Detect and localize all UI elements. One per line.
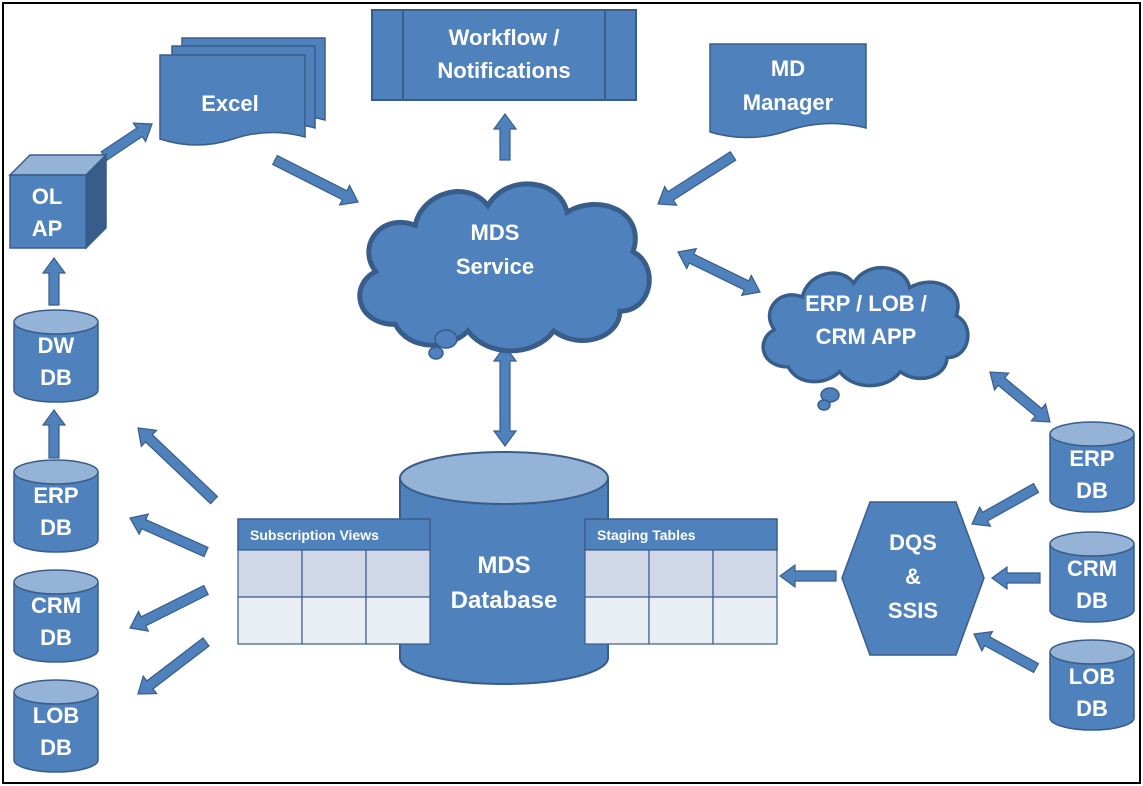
subscription-views-cell-r2-c2 <box>301 596 367 645</box>
left-crm-db-cylinder: CRM DB <box>13 569 99 663</box>
right-lob-db-label-line2: DB <box>1076 696 1108 721</box>
right-crm-db-label-line2: DB <box>1076 588 1108 613</box>
subscription-views-cell-r1-c2 <box>301 549 367 598</box>
subscription-views-table: Subscription Views <box>237 518 431 645</box>
left-lob-db-cylinder: LOB DB <box>13 679 99 773</box>
workflow-label-line2: Notifications <box>437 58 570 83</box>
staging-tables-cell-r2-c2 <box>648 596 714 645</box>
olap-label-line1: OL <box>32 184 63 209</box>
mds-database-label-line1: MDS <box>477 552 530 579</box>
right-erp-db-cylinder: ERP DB <box>1049 421 1135 513</box>
staging-tables-table: Staging Tables <box>584 518 778 645</box>
arrow-views-to-lobdb <box>137 637 210 695</box>
staging-tables-cell-r2-c3 <box>712 596 778 645</box>
md-manager-label-line1: MD <box>771 56 805 81</box>
staging-tables-cell-r1-c2 <box>648 549 714 598</box>
staging-tables-cell-r1-c3 <box>712 549 778 598</box>
right-lob-db-label-line1: LOB <box>1069 664 1115 689</box>
right-erp-db-label-line1: ERP <box>1069 446 1114 471</box>
dw-db-label-line2: DB <box>40 365 72 390</box>
dqs-label-line3: SSIS <box>888 598 938 623</box>
mds-service-label-line1: MDS <box>471 220 520 245</box>
subscription-views-cell-r2-c1 <box>237 596 303 645</box>
left-lob-db-label-line2: DB <box>40 735 72 760</box>
staging-tables-cell-r1-c1 <box>584 549 650 598</box>
olap-cube: OL AP <box>8 153 108 250</box>
arrow-erpapp-rightdb <box>989 371 1051 423</box>
dw-db-cylinder: DW DB <box>13 309 99 403</box>
arrow-views-to-crmdb <box>129 584 210 632</box>
excel-document-stack: Excel <box>159 37 326 146</box>
workflow-label-line1: Workflow / <box>449 25 560 50</box>
dqs-label-line1: DQS <box>889 530 937 555</box>
md-manager-label-line2: Manager <box>743 90 834 115</box>
connector-arrows <box>41 112 1051 695</box>
left-crm-db-label-line2: DB <box>40 625 72 650</box>
left-erp-db-label-line1: ERP <box>33 483 78 508</box>
left-erp-db-label-line2: DB <box>40 515 72 540</box>
arrow-views-to-erpdb <box>129 513 209 558</box>
olap-label-line2: AP <box>32 216 63 241</box>
subscription-views-cell-r1-c3 <box>365 549 431 598</box>
arrow-mdmanager-to-service <box>657 150 737 206</box>
arrow-service-to-workflow <box>492 112 518 161</box>
left-erp-db-cylinder: ERP DB <box>13 459 99 553</box>
erp-app-label-line2: CRM APP <box>816 324 917 349</box>
excel-label: Excel <box>201 91 259 116</box>
subscription-views-cell-r2-c3 <box>365 596 431 645</box>
mds-service-label-line2: Service <box>456 254 534 279</box>
arrow-views-to-dwdb <box>137 427 219 505</box>
left-crm-db-label-line1: CRM <box>31 593 81 618</box>
staging-tables-title: Staging Tables <box>597 527 696 543</box>
arrow-dwdb-to-olap <box>41 256 67 306</box>
right-lob-db-cylinder: LOB DB <box>1049 639 1135 731</box>
arrow-excel-to-service <box>271 154 359 206</box>
dqs-label-line2: & <box>905 564 921 589</box>
erp-lob-crm-app-cloud: ERP / LOB / CRM APP <box>761 265 970 411</box>
workflow-notifications-box: Workflow / Notifications <box>371 9 637 101</box>
arrow-erpdb-to-dqs <box>971 482 1040 527</box>
arrow-crmdb-to-dqs <box>990 565 1041 591</box>
arrow-service-erpapp <box>677 247 761 297</box>
left-lob-db-label-line1: LOB <box>33 703 79 728</box>
arrow-olap-to-excel <box>100 122 153 162</box>
subscription-views-cell-r1-c1 <box>237 549 303 598</box>
right-crm-db-cylinder: CRM DB <box>1049 531 1135 623</box>
right-crm-db-label-line1: CRM <box>1067 556 1117 581</box>
dw-db-label-line1: DW <box>38 333 75 358</box>
mds-database-cylinder: MDS Database <box>399 451 609 685</box>
arrow-erpdb-to-dwdb <box>41 408 67 459</box>
mds-service-cloud: MDS Service <box>360 184 650 360</box>
md-manager-document: MD Manager <box>709 43 867 139</box>
staging-tables-cell-r2-c1 <box>584 596 650 645</box>
right-erp-db-label-line2: DB <box>1076 478 1108 503</box>
mds-database-label-line2: Database <box>451 587 558 614</box>
arrow-lobdb-to-dqs <box>973 630 1040 674</box>
arrow-dqs-to-staging <box>778 563 837 589</box>
arrow-service-database <box>492 344 518 448</box>
dqs-ssis-hexagon: DQS & SSIS <box>841 501 985 656</box>
erp-app-label-line1: ERP / LOB / <box>805 291 927 316</box>
subscription-views-title: Subscription Views <box>250 527 379 543</box>
